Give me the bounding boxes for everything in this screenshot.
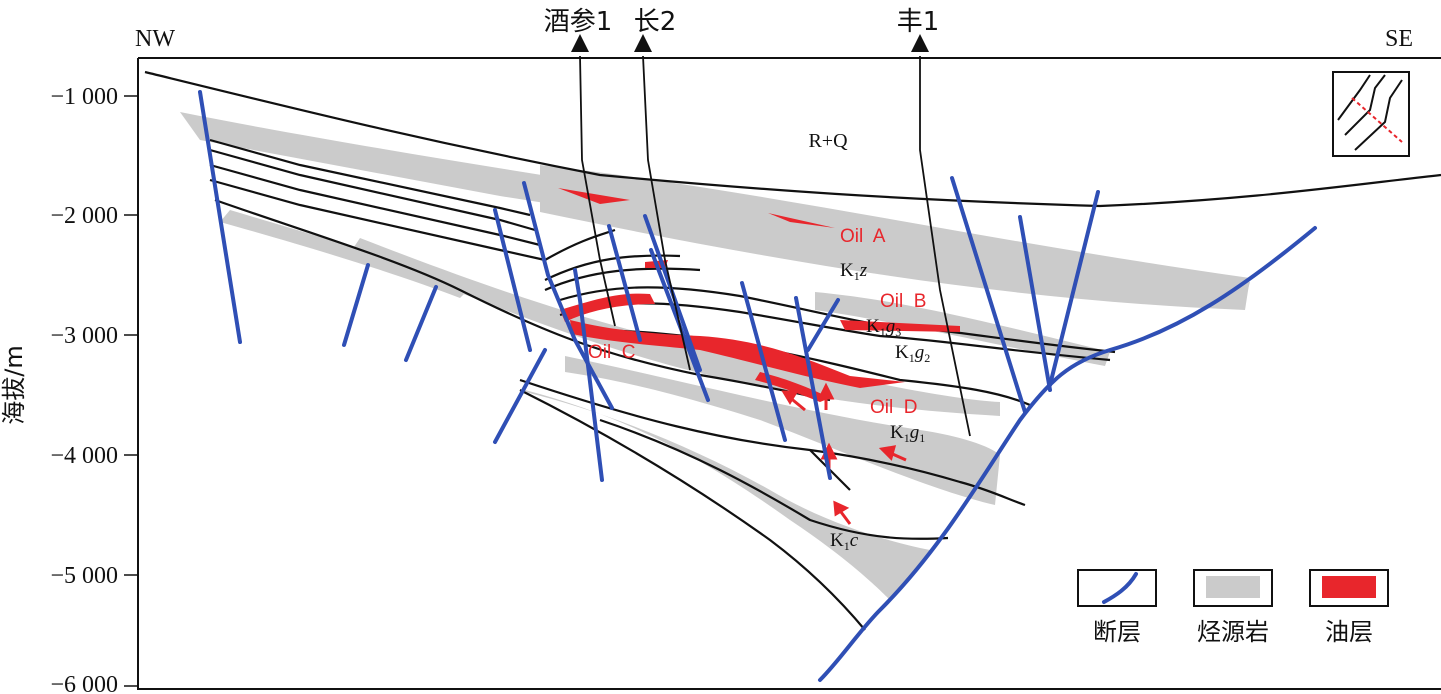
legend-label-fault: 断层 [1093,618,1141,646]
formation-label-k1g1: K1g1 [890,422,925,445]
y-tick-labels: −1 000 −2 000 −3 000 −4 000 −5 000 −6 00… [50,84,118,694]
formation-label-k1g2: K1g2 [895,342,930,365]
well-label-feng1: 丰1 [897,7,940,37]
legend-label-oil-layer: 油层 [1325,618,1373,646]
well-marker [571,34,589,52]
legend-swatch-fault [1077,569,1157,607]
migration-arrows [781,382,907,525]
formation-label-k1z: K1z [840,260,868,283]
well-markers [571,34,929,52]
location-inset [1332,71,1410,157]
oil-label-a: Oil A [840,226,886,247]
orientation-se: SE [1385,26,1413,52]
y-axis-title: 海拔/m [0,345,28,424]
well-path [919,56,971,437]
wells [579,55,971,437]
well-marker [634,34,652,52]
oil-label-d: Oil D [870,397,918,418]
well-path [579,55,616,327]
legend-label-source-rock: 烃源岩 [1197,618,1269,646]
formation-label-k1g3: K1g3 [866,316,901,339]
source-rock-bands [180,112,1250,600]
oil-label-b: Oil B [880,291,926,312]
formation-label-rq: R+Q [808,130,848,152]
orientation-nw: NW [135,26,175,52]
y-tick-label: −2 000 [50,203,118,229]
legend: 断层 烃源岩 油层 [1077,569,1389,646]
formation-label-k1c: K1c [830,530,859,553]
frame [124,57,1441,690]
oil-layers [558,188,960,402]
y-tick-label: −6 000 [50,672,118,694]
well-marker [911,34,929,52]
well-label-jiushen1: 酒参1 [544,7,613,37]
well-path [642,55,691,371]
y-tick-label: −1 000 [50,84,118,110]
y-tick-label: −4 000 [50,443,118,469]
y-tick-label: −5 000 [50,563,118,589]
y-tick-label: −3 000 [50,323,118,349]
well-label-chang2: 长2 [634,7,677,37]
oil-label-c: Oil C [588,342,636,363]
